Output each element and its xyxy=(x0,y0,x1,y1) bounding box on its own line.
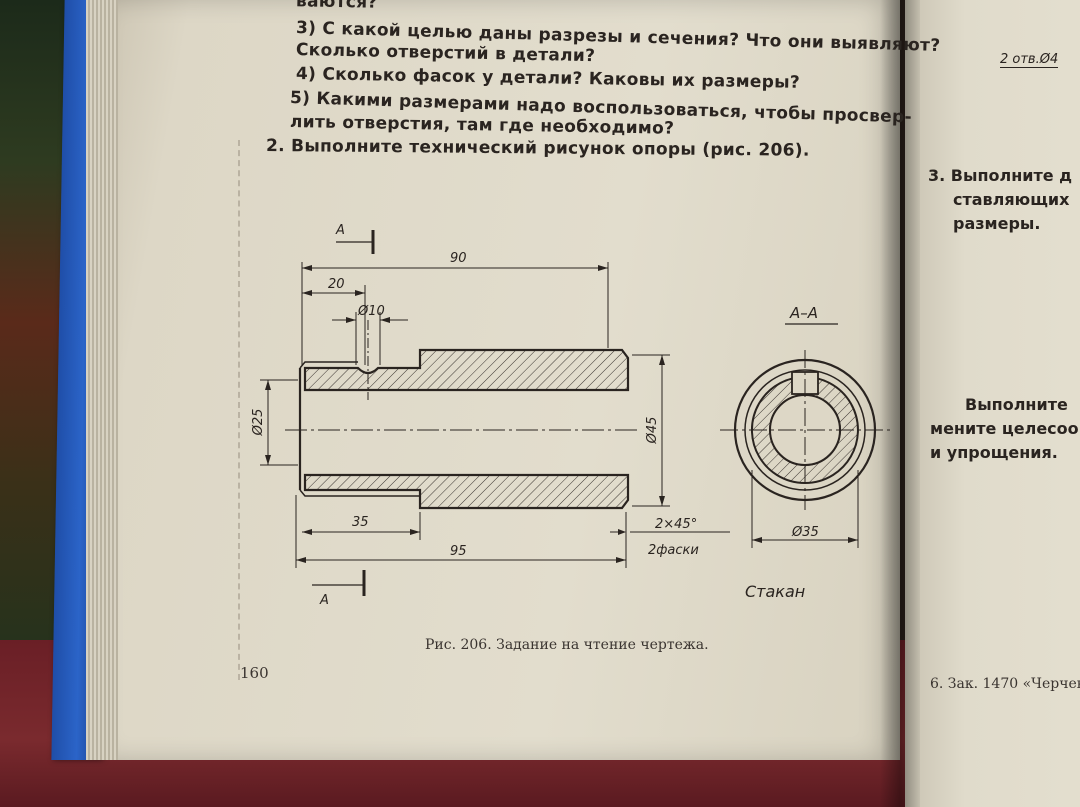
right-item-3-line-1: 3. Выполните д xyxy=(928,166,1073,185)
part-name: Стакан xyxy=(745,582,805,601)
right-item-3-line-3: размеры. xyxy=(953,214,1041,233)
section-label-top: А xyxy=(335,223,345,238)
section-a-a-view xyxy=(720,350,890,510)
dim-length-95: 95 xyxy=(450,544,467,559)
right-para-line-3: и упрощения. xyxy=(930,443,1058,462)
technical-drawing: А А 90 20 Ø10 Ø25 xyxy=(251,223,890,608)
dim-length-35: 35 xyxy=(352,515,369,530)
figure-caption: Рис. 206. Задание на чтение чертежа. xyxy=(425,637,709,653)
dim-bore-diameter-25: Ø25 xyxy=(251,409,266,437)
dim-chamfer-size: 2×45° xyxy=(655,517,697,532)
section-view-title: А–А xyxy=(789,304,818,322)
book-gutter xyxy=(880,0,920,807)
right-top-note: 2 отв.Ø4 xyxy=(1000,52,1059,68)
right-para-line-2: мените целесоо xyxy=(930,419,1079,438)
section-lower-wall xyxy=(303,473,630,510)
right-item-3-line-2: ставляющих xyxy=(953,190,1070,209)
page-number: 160 xyxy=(240,664,269,682)
section-upper-wall xyxy=(303,348,630,392)
dim-length-20: 20 xyxy=(328,277,345,292)
page-edges xyxy=(86,0,122,760)
dim-hole-diameter-10: Ø10 xyxy=(357,304,385,319)
section-label-bottom: А xyxy=(319,593,329,608)
text-line-1: ваются? xyxy=(295,0,378,13)
dim-outer-diameter-45: Ø45 xyxy=(645,417,660,445)
dim-section-diameter-35: Ø35 xyxy=(791,525,819,540)
dim-length-90: 90 xyxy=(450,251,467,266)
right-para-line-1: Выполните xyxy=(965,395,1068,414)
right-page xyxy=(905,0,1080,807)
right-footer: 6. Зак. 1470 «Черчени xyxy=(930,676,1080,692)
page-fold-line xyxy=(238,140,250,680)
dim-chamfer-count: 2фаски xyxy=(648,543,699,558)
